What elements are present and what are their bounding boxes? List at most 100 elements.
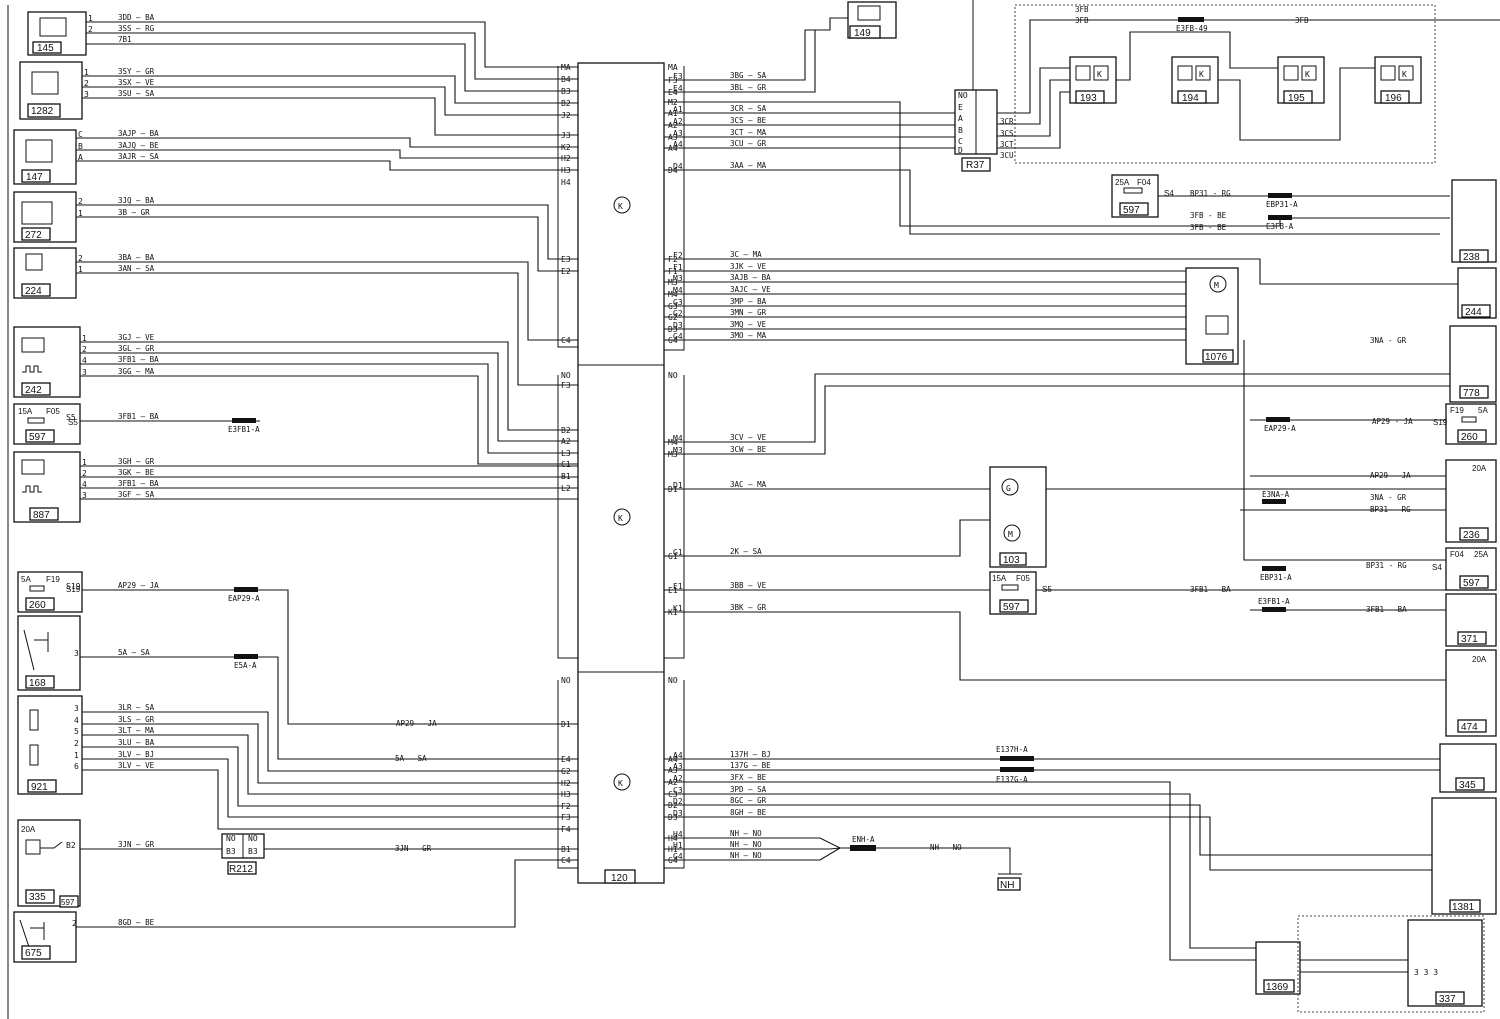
right-wire-label: 3CU — GR: [730, 139, 767, 148]
left-wire-label: 3AN — SA: [118, 264, 155, 273]
right-wire-label: 3PD — SA: [730, 785, 767, 794]
component-260-fuse-b: F19 5A S19 260: [1433, 403, 1497, 445]
right-wire-label: 3BG — SA: [730, 71, 767, 80]
ecu-id: 120: [611, 873, 628, 884]
component-244: 244: [1457, 267, 1497, 319]
right-wire-label: 3AJC — VE: [730, 285, 771, 294]
wire-label-5a-sa: 5A - SA: [395, 754, 427, 763]
left-wire-pin: 3: [74, 649, 79, 658]
component-1076: M 1076: [1185, 267, 1239, 365]
component-345: 345: [1439, 743, 1497, 793]
left-wire-pin: C: [78, 130, 83, 139]
right-wire-pin: D3: [673, 809, 683, 818]
right-wire-label: NH — NO: [730, 829, 762, 838]
ecu-right-pin: NO: [668, 676, 678, 685]
right-wire-label: 3BL — GR: [730, 83, 767, 92]
right-wire-pin: E4: [673, 84, 683, 93]
right-wire-pin: H4: [673, 830, 683, 839]
component-242-label: 242: [25, 385, 42, 396]
component-236: 20A 236: [1445, 459, 1497, 543]
component-597-fuse-a: 15A F05 S5 597: [13, 403, 81, 445]
fuse-597a-pin: S5: [68, 418, 78, 427]
ecu-right-pin: MA: [668, 63, 678, 72]
r37-pin-e: E: [958, 103, 963, 112]
component-337: 3 3 3 337: [1297, 915, 1485, 1013]
left-wire-pin: 1: [84, 68, 89, 77]
left-wire-pin: 2: [78, 197, 83, 206]
splice-labels: E3FB1-A EAP29-A E5A-A EBP31-A E3FB-A EAP…: [228, 200, 1298, 844]
left-wire-label: 3GG — MA: [118, 367, 155, 376]
left-wire-label: 5A — SA: [118, 648, 150, 657]
left-wire-pin: 2: [84, 79, 89, 88]
right-wire-pin: G3: [673, 298, 683, 307]
left-wire-label: 3LT — MA: [118, 726, 155, 735]
left-wire-label: 3AJQ — BE: [118, 141, 159, 150]
left-wire-label: 3SY — GR: [118, 67, 155, 76]
component-238-label: 238: [1463, 252, 1480, 263]
component-1076-label: 1076: [1205, 352, 1228, 363]
left-wire-pin: B2: [66, 841, 76, 850]
right-wire-label: 3CW — BE: [730, 445, 767, 454]
component-224-label: 224: [25, 286, 42, 297]
left-wire-pin: S19: [66, 582, 81, 591]
left-wire-label: 3SX — VE: [118, 78, 155, 87]
ecu-symbol-3: K: [613, 773, 631, 791]
right-wire-label: NH — NO: [730, 851, 762, 860]
relay-group-frame: [1014, 4, 1436, 164]
left-wire-label: AP29 — JA: [118, 581, 159, 590]
left-wire-pin: 2: [74, 739, 79, 748]
splice-label-e137h-a: E137H-A: [996, 745, 1028, 754]
component-778: 778: [1449, 325, 1497, 403]
component-921-label: 921: [31, 782, 48, 793]
component-1369: 1369: [1255, 941, 1301, 995]
component-224: 224: [13, 247, 77, 299]
right-wire-pin: G1: [673, 548, 683, 557]
right-wire-label: 3AJB — BA: [730, 273, 771, 282]
splice-label-e3fb1-a-2: E3FB1-A: [1258, 597, 1290, 606]
left-wire-label: 3GF — SA: [118, 490, 155, 499]
component-675-label: 675: [25, 948, 42, 959]
component-597a-label: 597: [29, 432, 46, 443]
svg-text:K: K: [618, 779, 623, 788]
component-474: 20A 474: [1445, 649, 1497, 737]
right-wire-label: 3BK — GR: [730, 603, 767, 612]
right-wire-pin: A4: [673, 751, 683, 760]
r37-pin-c: C: [958, 137, 963, 146]
svg-text:K: K: [1305, 70, 1310, 79]
relay-193: K 193: [1069, 56, 1117, 104]
right-wire-pin: F3: [673, 72, 683, 81]
wire-label-ap29-ja: AP29 - JA: [1372, 417, 1413, 426]
right-wire-pin: M4: [673, 286, 683, 295]
right-wire-label: 3AA — MA: [730, 161, 767, 170]
right-wire-pin: A2: [673, 774, 683, 783]
left-wire-pin: 3: [74, 704, 79, 713]
left-wire-label: 3AJR — SA: [118, 152, 159, 161]
r212-pin-left: B3: [226, 847, 236, 856]
left-wire-label: 3BA — BA: [118, 253, 155, 262]
splice-e3fb-49: E3FB-49: [1176, 24, 1208, 33]
fuse-597d-pin: S4: [1432, 563, 1442, 572]
right-wire-pin: M3: [673, 446, 683, 455]
left-wire-pin: 3: [82, 491, 87, 500]
wire-label-3jn-gr: 3JN - GR: [395, 844, 432, 853]
left-wire-pin: 1: [82, 334, 87, 343]
right-wire-pin: C3: [673, 786, 683, 795]
fuse-597d-amp: 25A: [1474, 550, 1489, 559]
right-wire-pin: M3: [673, 274, 683, 283]
left-wire-label: 3LR — SA: [118, 703, 155, 712]
left-wire-pin: 4: [74, 716, 79, 725]
wire-label-ap29-ja-2: AP29 - JA: [1370, 471, 1411, 480]
r37-wire-3cu: 3CU: [1000, 151, 1014, 160]
left-wire-pin: B: [78, 142, 83, 151]
left-wire-pin: 3: [84, 90, 89, 99]
component-149: 149: [847, 1, 897, 39]
component-597e-label: 597: [1003, 602, 1020, 613]
ecu-left-pin: NO: [561, 676, 571, 685]
fuse-597c-pin: S4: [1164, 189, 1174, 198]
left-wire-pin: 2: [88, 25, 93, 34]
wire-label-bp31-rg-3: BP31 - RG: [1366, 561, 1407, 570]
right-wire-pin: A3: [673, 129, 683, 138]
left-wire-label: 3LV — BJ: [118, 750, 154, 759]
